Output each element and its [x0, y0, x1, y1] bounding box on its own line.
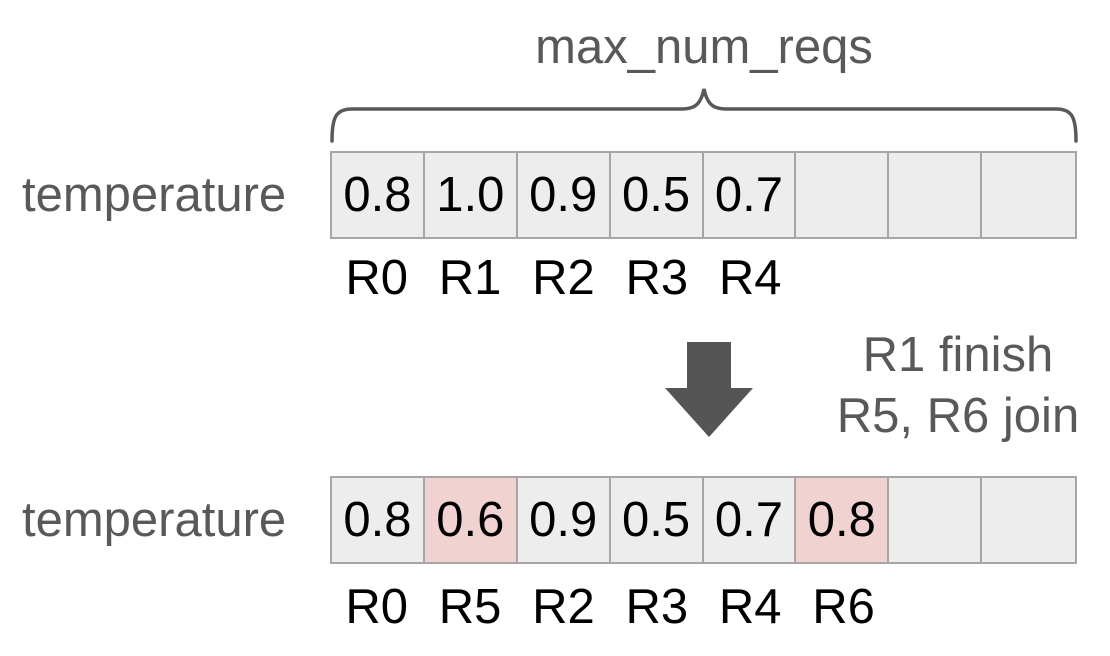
down-arrow-icon: [665, 342, 753, 437]
bottom-row-label: temperature: [22, 492, 287, 547]
request-label: R6: [812, 580, 875, 634]
request-label: [984, 579, 1077, 635]
top-row-label: temperature: [22, 167, 287, 222]
request-label: R5: [438, 580, 502, 634]
array-cell-empty: [982, 153, 1075, 237]
array-cell: 0.5: [610, 478, 704, 562]
array-cell: 0.7: [703, 153, 797, 237]
bottom-temperature-array: 0.8 0.6 0.9 0.5 0.7 0.8: [330, 476, 1077, 564]
array-cell: 0.6: [424, 478, 518, 562]
request-label: R2: [532, 251, 595, 305]
request-label: R2: [532, 580, 595, 634]
array-cell-empty: [889, 478, 983, 562]
max-num-reqs-label: max_num_reqs: [535, 20, 873, 74]
request-label: R4: [718, 580, 782, 634]
brace-icon: [330, 88, 1078, 143]
request-label: R3: [625, 580, 689, 634]
array-cell: 1.0: [424, 153, 518, 237]
request-label: [984, 250, 1077, 306]
request-label: R0: [345, 580, 408, 634]
array-cell-empty: [889, 153, 983, 237]
transition-line-1: R1 finish: [862, 328, 1054, 382]
array-cell: 0.8: [796, 478, 890, 562]
request-label: R3: [625, 251, 689, 305]
transition-note: R1 finish R5, R6 join: [806, 325, 1110, 447]
array-cell: 0.8: [332, 478, 425, 562]
array-cell-empty: [796, 153, 890, 237]
transition-line-2: R5, R6 join: [836, 389, 1080, 443]
array-cell: 0.9: [517, 478, 611, 562]
bottom-request-labels: R0 R5 R2 R3 R4 R6: [330, 579, 1077, 634]
request-label: [797, 250, 890, 306]
request-label: R1: [438, 251, 502, 305]
request-label: R4: [718, 251, 782, 305]
array-cell: 0.7: [703, 478, 797, 562]
top-temperature-array: 0.8 1.0 0.9 0.5 0.7: [330, 151, 1077, 239]
array-cell-empty: [982, 478, 1075, 562]
top-request-labels: R0 R1 R2 R3 R4: [330, 250, 1077, 305]
request-label: R0: [345, 251, 408, 305]
array-cell: 0.8: [332, 153, 425, 237]
array-cell: 0.9: [517, 153, 611, 237]
array-cell: 0.5: [610, 153, 704, 237]
request-label: [890, 579, 983, 635]
request-label: [890, 250, 983, 306]
